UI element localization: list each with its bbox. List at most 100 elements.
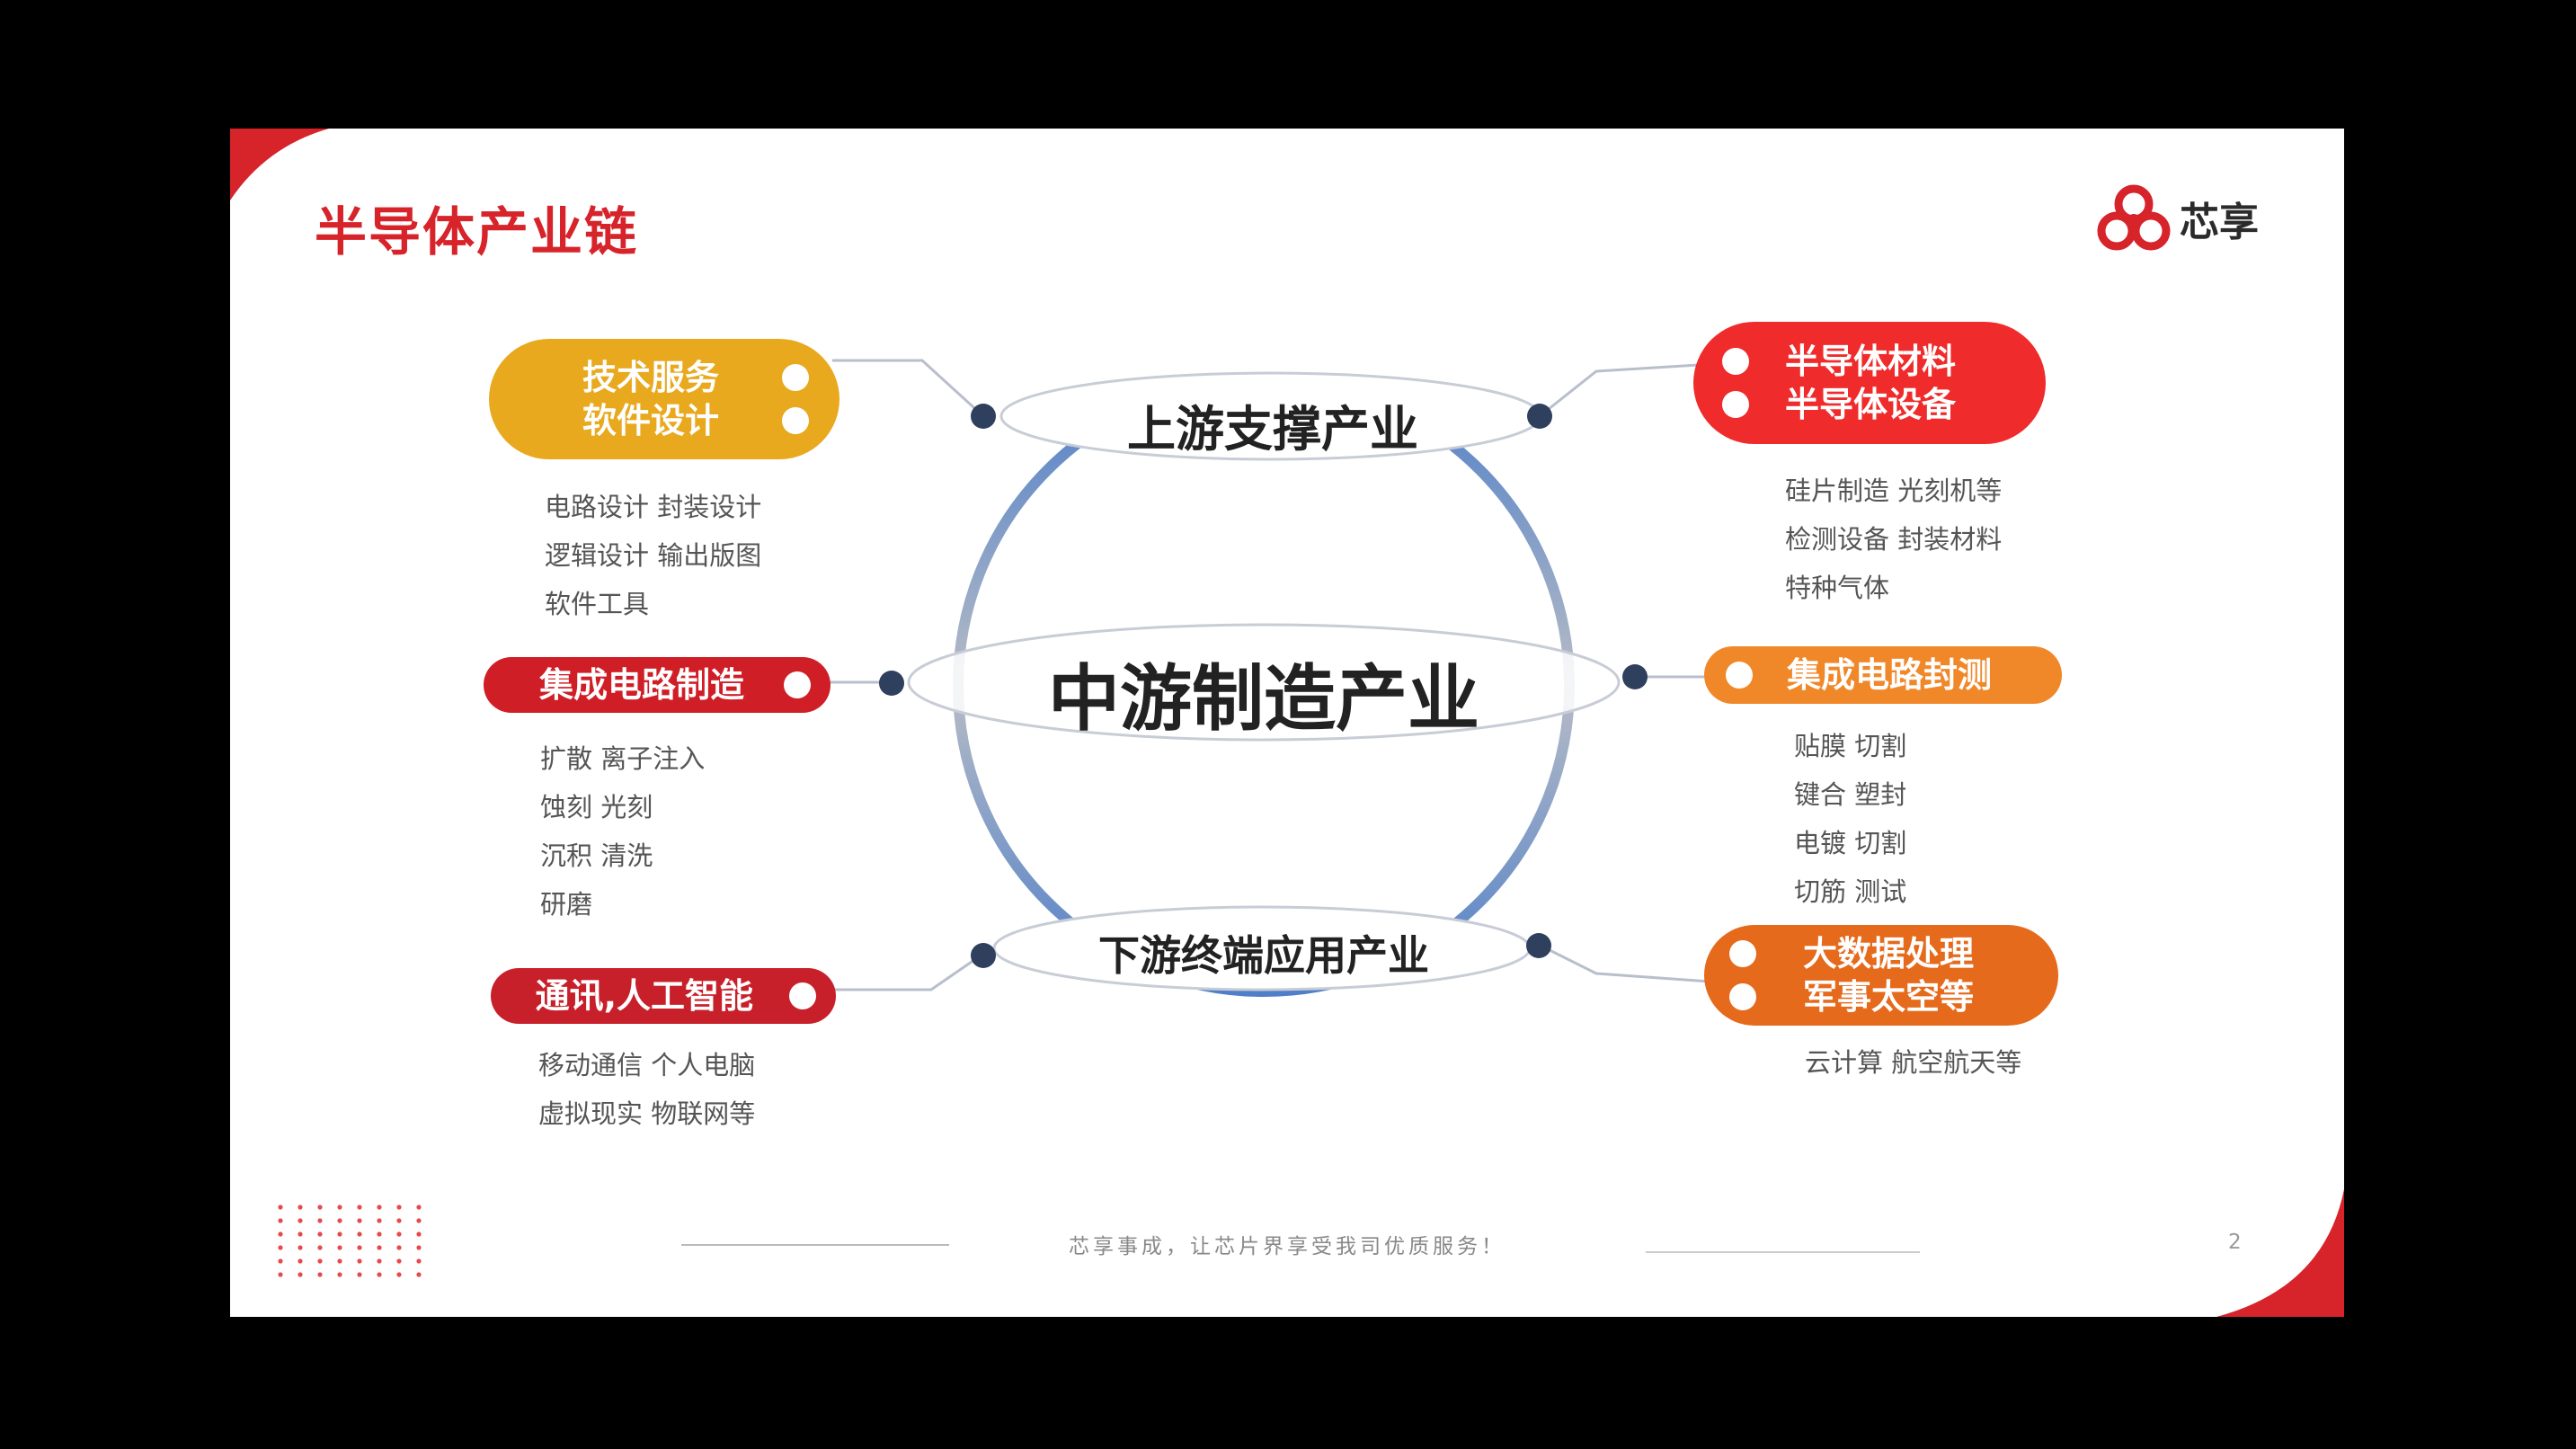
grid-dot bbox=[317, 1272, 323, 1277]
ring-label-downstream: 下游终端应用产业 bbox=[1098, 931, 1429, 980]
grid-dot bbox=[377, 1218, 382, 1223]
grid-dot bbox=[416, 1218, 422, 1223]
detail-item: 电路设计 封装设计 bbox=[545, 492, 762, 522]
details-tech-service: 电路设计 封装设计 逻辑设计 输出版图 软件工具 bbox=[545, 483, 761, 628]
bullet-dot-icon bbox=[1729, 983, 1756, 1010]
grid-dot bbox=[416, 1272, 422, 1277]
grid-dot bbox=[396, 1272, 402, 1277]
detail-item: 沉积 清洗 bbox=[540, 840, 653, 871]
pill-line: 大数据处理 bbox=[1729, 932, 1974, 975]
pill-tech-service: 技术服务 软件设计 bbox=[489, 339, 839, 459]
node-bottom-right bbox=[1526, 933, 1551, 958]
ring-label-midstream: 中游制造产业 bbox=[1048, 657, 1479, 741]
detail-item: 蚀刻 光刻 bbox=[540, 792, 653, 822]
pill-materials-equipment: 半导体材料 半导体设备 bbox=[1693, 322, 2046, 444]
connector-bottom-left bbox=[834, 952, 984, 991]
grid-dot bbox=[357, 1245, 362, 1250]
grid-dot bbox=[278, 1218, 283, 1223]
node-mid-left bbox=[879, 671, 904, 696]
grid-dot bbox=[317, 1258, 323, 1264]
pill-line: 半导体材料 bbox=[1722, 340, 1956, 383]
grid-dot bbox=[337, 1231, 342, 1237]
page-title: 半导体产业链 bbox=[315, 201, 639, 262]
pill-ic-packaging-testing: 集成电路封测 bbox=[1704, 646, 2062, 704]
brand-logo: 芯享 bbox=[2093, 179, 2291, 260]
detail-item: 移动通信 个人电脑 bbox=[538, 1050, 756, 1080]
grid-dot bbox=[396, 1258, 402, 1264]
grid-dot bbox=[278, 1231, 283, 1237]
grid-dot bbox=[337, 1272, 342, 1277]
pill-line: 软件设计 bbox=[582, 399, 809, 442]
grid-dot bbox=[416, 1245, 422, 1250]
detail-item: 研磨 bbox=[540, 889, 593, 920]
bottom-right-corner-accent bbox=[2216, 1189, 2344, 1317]
dot-grid-decoration bbox=[278, 1205, 422, 1277]
grid-dot bbox=[298, 1258, 303, 1264]
slide: 半导体产业链 芯享 上游支撑产业 中游制造产业 下游终端应用产业 技术服务 软件… bbox=[230, 129, 2344, 1317]
grid-dot bbox=[298, 1205, 303, 1210]
grid-dot bbox=[298, 1245, 303, 1250]
connector-top-right bbox=[1539, 362, 1714, 418]
grid-dot bbox=[357, 1272, 362, 1277]
pill-ic-manufacturing: 集成电路制造 bbox=[484, 657, 831, 713]
industry-chain-diagram bbox=[831, 359, 1723, 997]
ring-middle bbox=[907, 623, 1621, 742]
grid-dot bbox=[278, 1205, 283, 1210]
detail-item: 硅片制造 光刻机等 bbox=[1785, 476, 2003, 506]
grid-dot bbox=[298, 1272, 303, 1277]
bullet-dot-icon bbox=[1726, 662, 1753, 689]
detail-item: 特种气体 bbox=[1785, 573, 1890, 603]
grid-dot bbox=[416, 1258, 422, 1264]
clover-logo-icon bbox=[2097, 184, 2171, 251]
pill-line: 集成电路封测 bbox=[1726, 653, 1992, 697]
grid-dot bbox=[317, 1205, 323, 1210]
grid-dot bbox=[298, 1231, 303, 1237]
grid-dot bbox=[377, 1205, 382, 1210]
bullet-dot-icon bbox=[1722, 348, 1749, 375]
pill-line: 集成电路制造 bbox=[539, 663, 811, 707]
details-ic-manufacturing: 扩散 离子注入 蚀刻 光刻 沉积 清洗 研磨 bbox=[540, 734, 705, 929]
connector-top-left bbox=[832, 359, 985, 418]
grid-dot bbox=[278, 1245, 283, 1250]
node-mid-right bbox=[1622, 664, 1648, 689]
connector-nodes bbox=[879, 404, 1648, 968]
slide-decorations bbox=[230, 129, 2344, 1317]
detail-item: 虚拟现实 物联网等 bbox=[538, 1098, 756, 1129]
details-ic-packaging-testing: 贴膜 切割 键合 塑封 电镀 切割 切筋 测试 bbox=[1794, 722, 1906, 916]
grid-dot bbox=[396, 1205, 402, 1210]
grid-dot bbox=[278, 1272, 283, 1277]
grid-dot bbox=[396, 1245, 402, 1250]
grid-dot bbox=[377, 1258, 382, 1264]
node-bottom-left bbox=[971, 943, 996, 968]
pill-line: 技术服务 bbox=[582, 356, 809, 399]
grid-dot bbox=[317, 1245, 323, 1250]
node-top-left bbox=[971, 404, 996, 429]
connector-bottom-right bbox=[1538, 943, 1723, 984]
grid-dot bbox=[337, 1245, 342, 1250]
bullet-dot-icon bbox=[789, 982, 816, 1009]
grid-dot bbox=[357, 1205, 362, 1210]
details-materials-equipment: 硅片制造 光刻机等 检测设备 封装材料 特种气体 bbox=[1785, 467, 2002, 612]
ring-label-upstream: 上游支撑产业 bbox=[1127, 401, 1418, 458]
detail-item: 扩散 离子注入 bbox=[540, 743, 706, 774]
grid-dot bbox=[416, 1231, 422, 1237]
details-communication-ai: 移动通信 个人电脑 虚拟现实 物联网等 bbox=[538, 1041, 755, 1138]
grid-dot bbox=[357, 1258, 362, 1264]
grid-dot bbox=[396, 1231, 402, 1237]
grid-dot bbox=[377, 1272, 382, 1277]
grid-dot bbox=[317, 1231, 323, 1237]
grid-dot bbox=[278, 1258, 283, 1264]
pill-communication-ai: 通讯,人工智能 bbox=[491, 968, 836, 1024]
bullet-dot-icon bbox=[1722, 391, 1749, 418]
detail-item: 键合 塑封 bbox=[1794, 779, 1907, 810]
pill-line: 军事太空等 bbox=[1729, 975, 1974, 1018]
node-top-right bbox=[1527, 404, 1552, 429]
pill-bigdata-military: 大数据处理 军事太空等 bbox=[1704, 925, 2058, 1026]
detail-item: 切筋 测试 bbox=[1794, 876, 1907, 907]
bullet-dot-icon bbox=[782, 364, 809, 391]
grid-dot bbox=[317, 1218, 323, 1223]
grid-dot bbox=[377, 1245, 382, 1250]
bullet-dot-icon bbox=[1729, 940, 1756, 967]
bullet-dot-icon bbox=[782, 407, 809, 434]
detail-item: 软件工具 bbox=[545, 589, 650, 619]
